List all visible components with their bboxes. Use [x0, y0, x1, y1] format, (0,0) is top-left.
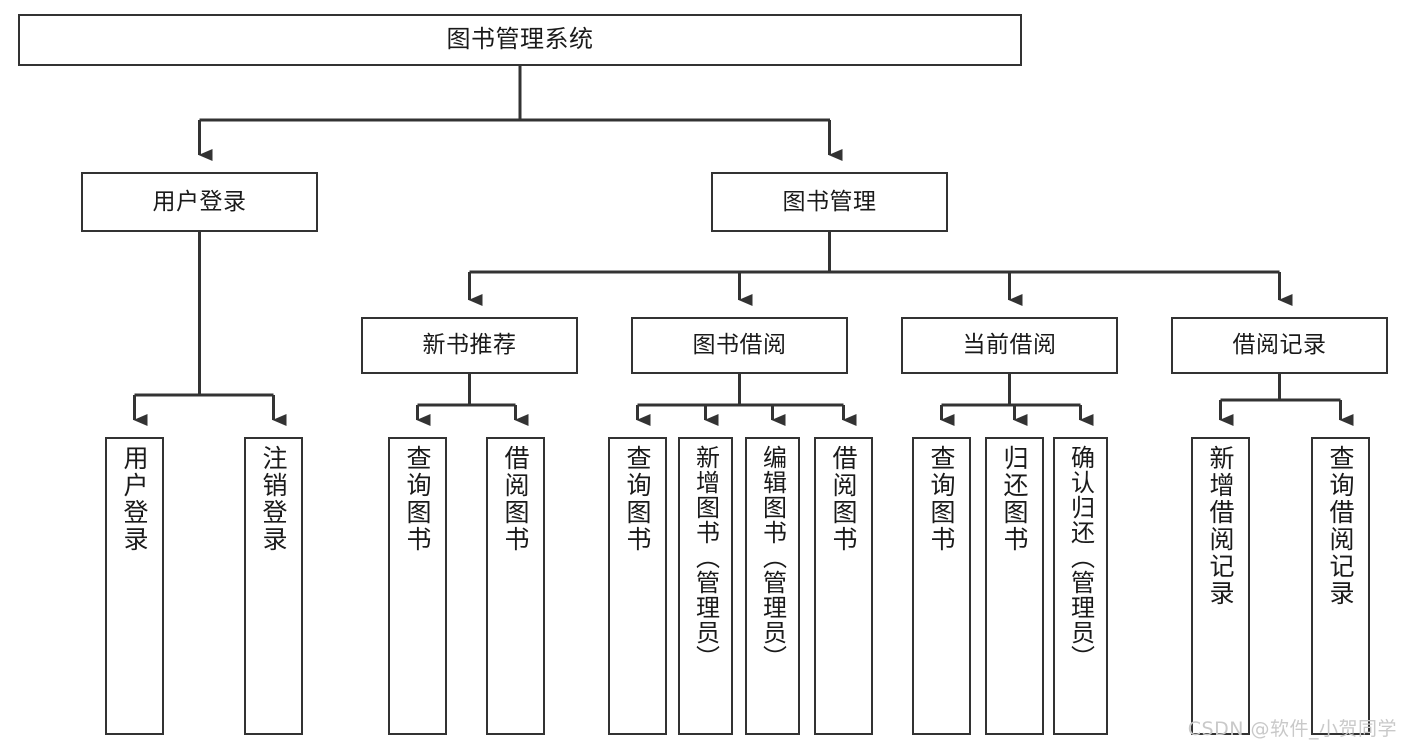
leaf-logout[interactable]: 注销登录 [244, 437, 303, 735]
leaf-query-book-1[interactable]: 查询图书 [388, 437, 447, 735]
node-book-management[interactable]: 图书管理 [711, 172, 948, 232]
leaf-add-record[interactable]: 新增借阅记录 [1191, 437, 1250, 735]
leaf-borrow-book-2-label: 借阅图书 [829, 445, 858, 553]
leaf-query-record-label: 查询借阅记录 [1326, 445, 1355, 607]
node-book-borrow-label: 图书借阅 [692, 332, 787, 359]
watermark: CSDN @软件_小贺同学 [1187, 718, 1397, 740]
leaf-confirm-return-label: 确认归还（管理员） [1066, 445, 1095, 670]
leaf-query-book-1-label: 查询图书 [403, 445, 432, 553]
leaf-query-book-2[interactable]: 查询图书 [608, 437, 667, 735]
leaf-return-book-label: 归还图书 [1000, 445, 1029, 553]
node-current-borrow-label: 当前借阅 [962, 332, 1057, 359]
node-borrow-record-label: 借阅记录 [1232, 332, 1327, 359]
node-current-borrow[interactable]: 当前借阅 [901, 317, 1118, 374]
node-user-login-label: 用户登录 [152, 188, 247, 215]
leaf-query-book-3-label: 查询图书 [927, 445, 956, 553]
leaf-user-login-label: 用户登录 [120, 445, 149, 553]
leaf-query-book-2-label: 查询图书 [623, 445, 652, 553]
leaf-add-record-label: 新增借阅记录 [1206, 445, 1235, 607]
leaf-logout-label: 注销登录 [259, 445, 288, 553]
node-new-book-recommend[interactable]: 新书推荐 [361, 317, 578, 374]
node-book-borrow[interactable]: 图书借阅 [631, 317, 848, 374]
leaf-query-record[interactable]: 查询借阅记录 [1311, 437, 1370, 735]
leaf-add-book-label: 新增图书（管理员） [691, 445, 720, 670]
leaf-edit-book-label: 编辑图书（管理员） [758, 445, 787, 670]
node-book-management-label: 图书管理 [782, 188, 877, 215]
leaf-borrow-book-2[interactable]: 借阅图书 [814, 437, 873, 735]
node-root[interactable]: 图书管理系统 [18, 14, 1022, 66]
leaf-edit-book[interactable]: 编辑图书（管理员） [745, 437, 800, 735]
node-user-login[interactable]: 用户登录 [81, 172, 318, 232]
leaf-return-book[interactable]: 归还图书 [985, 437, 1044, 735]
leaf-user-login[interactable]: 用户登录 [105, 437, 164, 735]
leaf-borrow-book-1-label: 借阅图书 [501, 445, 530, 553]
leaf-confirm-return[interactable]: 确认归还（管理员） [1053, 437, 1108, 735]
node-borrow-record[interactable]: 借阅记录 [1171, 317, 1388, 374]
leaf-borrow-book-1[interactable]: 借阅图书 [486, 437, 545, 735]
node-new-book-recommend-label: 新书推荐 [422, 332, 517, 359]
leaf-add-book[interactable]: 新增图书（管理员） [678, 437, 733, 735]
leaf-query-book-3[interactable]: 查询图书 [912, 437, 971, 735]
node-root-label: 图书管理系统 [446, 25, 594, 54]
